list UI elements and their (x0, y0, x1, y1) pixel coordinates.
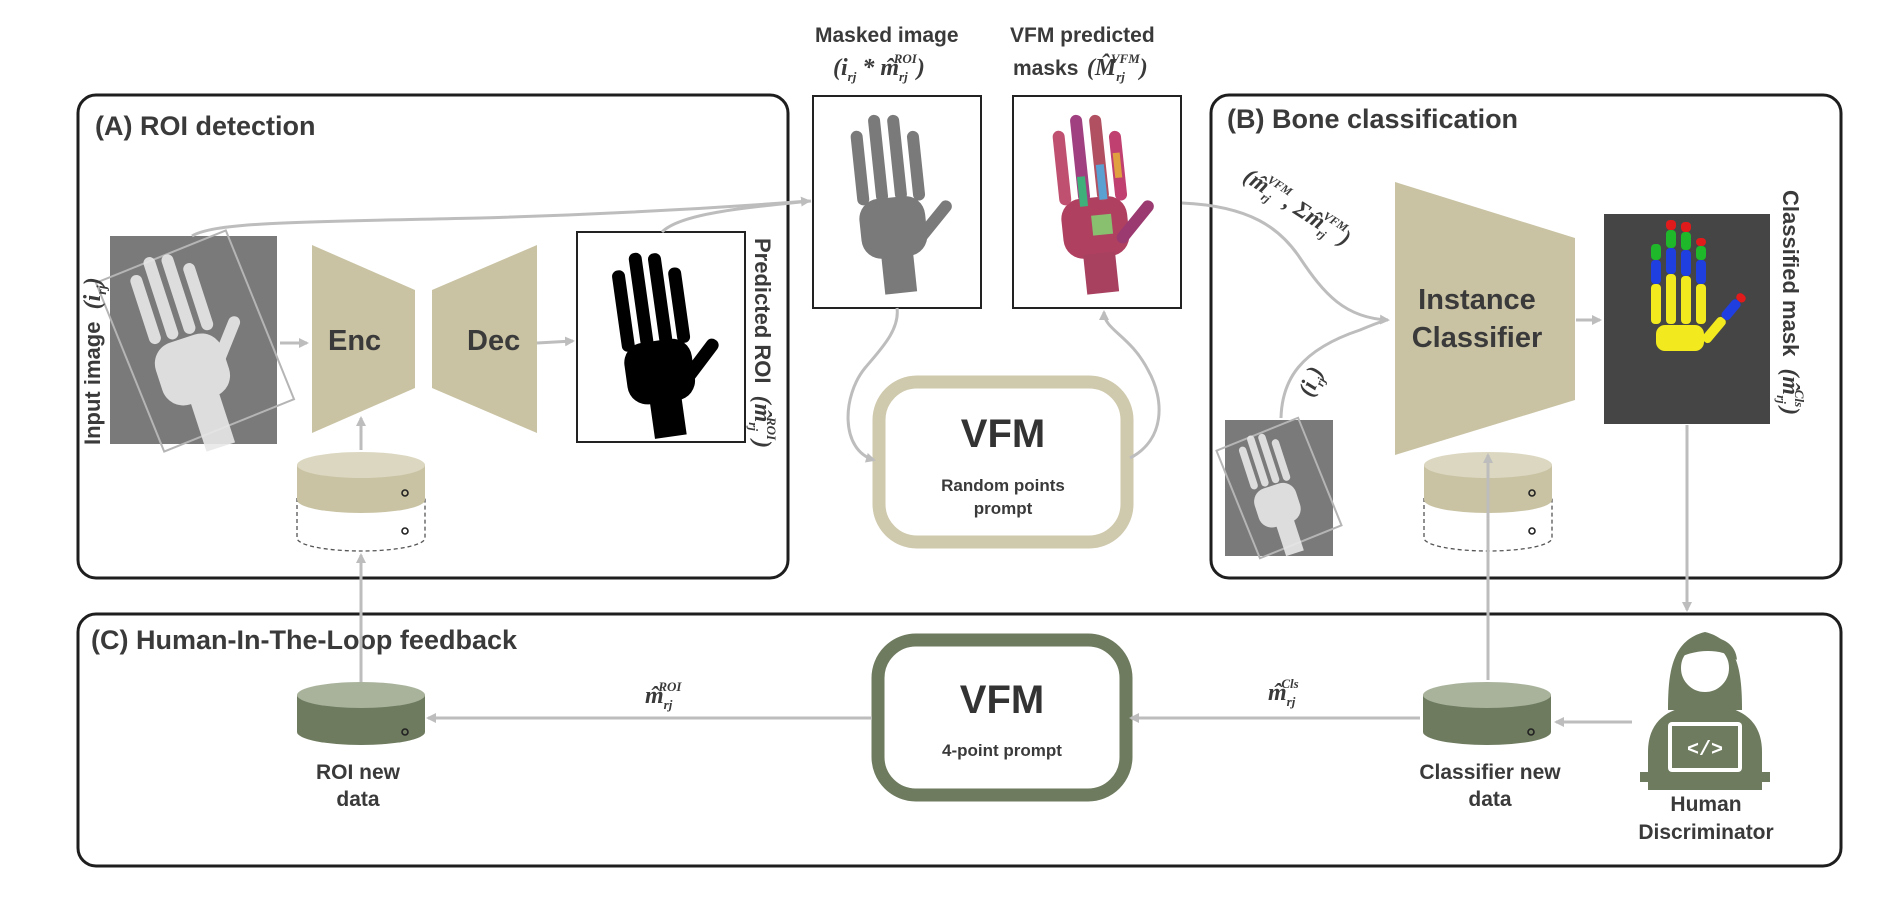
svg-text:prompt: prompt (974, 499, 1033, 518)
vfm-four-point-block: VFM 4-point prompt (871, 633, 1133, 802)
panel-bone-classification (1209, 93, 1843, 580)
svg-text:4-point prompt: 4-point prompt (942, 741, 1062, 760)
svg-text:Masked image: Masked image (815, 24, 959, 47)
human-discriminator-icon: </> (1640, 632, 1770, 790)
svg-text:(irj): (irj) (1293, 363, 1331, 401)
svg-text:m̂rjROI: m̂rjROI (645, 679, 682, 712)
vfm-predicted-label: VFM predicted masks (M̂rjVFM) (1010, 24, 1155, 84)
vfm-predicted-masks-image (1012, 95, 1182, 309)
human-discriminator-label-2: Discriminator (1638, 821, 1773, 844)
svg-text:(irj * m̂rjROI): (irj * m̂rjROI) (833, 51, 925, 84)
input-xray-image (94, 229, 296, 453)
svg-text:(m̂rjVFM, Σm̂rjVFM): (m̂rjVFM, Σm̂rjVFM) (1237, 161, 1357, 254)
panel-bone-title: (B) Bone classification (1227, 104, 1518, 134)
panel-roi-detection (76, 93, 790, 580)
decoder-block (432, 245, 537, 433)
svg-text:masks (M̂rjVFM): masks (M̂rjVFM) (1013, 51, 1148, 84)
classifier-new-data-label-2: data (1468, 788, 1512, 811)
panel-human-in-the-loop (76, 612, 1843, 868)
classifier-new-data-label-1: Classifier new (1419, 761, 1561, 784)
svg-text:m̂rjCls: m̂rjCls (1268, 676, 1299, 709)
svg-text:VFM: VFM (961, 412, 1045, 456)
edge-label-cls: m̂rjCls (1268, 676, 1299, 709)
connector-arrows (191, 196, 1692, 727)
roi-new-data-label-2: data (336, 788, 380, 811)
input-image-label: Input image (irj) (80, 277, 110, 445)
vfm-random-points-block: VFM Random points prompt (872, 375, 1134, 549)
panel-roi-title: (A) ROI detection (95, 111, 316, 141)
svg-text:Random points: Random points (941, 476, 1065, 495)
masked-image-label: Masked image (irj * m̂rjROI) (815, 24, 959, 84)
roi-new-data-database (297, 682, 425, 745)
classifier-input-label-a: (m̂rjVFM, Σm̂rjVFM) (1237, 161, 1357, 254)
decoder-label: Dec (467, 325, 520, 357)
svg-text:VFM predicted: VFM predicted (1010, 24, 1155, 47)
classifier-input-xray (1215, 416, 1343, 560)
encoder-block (312, 245, 415, 433)
edge-label-roi: m̂rjROI (645, 679, 682, 712)
svg-text:VFM: VFM (960, 678, 1044, 722)
instance-classifier-label-1: Instance (1418, 284, 1536, 316)
classified-mask-image (1604, 214, 1770, 424)
human-discriminator-label-1: Human (1670, 793, 1741, 816)
classifier-input-label-b: (irj) (1293, 363, 1331, 401)
instance-classifier-block (1395, 182, 1575, 455)
panel-hitl-title: (C) Human-In-The-Loop feedback (91, 625, 518, 655)
roi-new-data-label-1: ROI new (316, 761, 401, 784)
classifier-new-data-database (1423, 682, 1551, 745)
roi-training-database (296, 452, 426, 552)
svg-text:</>: </> (1687, 739, 1723, 762)
instance-classifier-label-2: Classifier (1412, 322, 1543, 354)
masked-image (812, 95, 982, 309)
encoder-label: Enc (328, 325, 381, 357)
predicted-roi-image (576, 231, 746, 443)
